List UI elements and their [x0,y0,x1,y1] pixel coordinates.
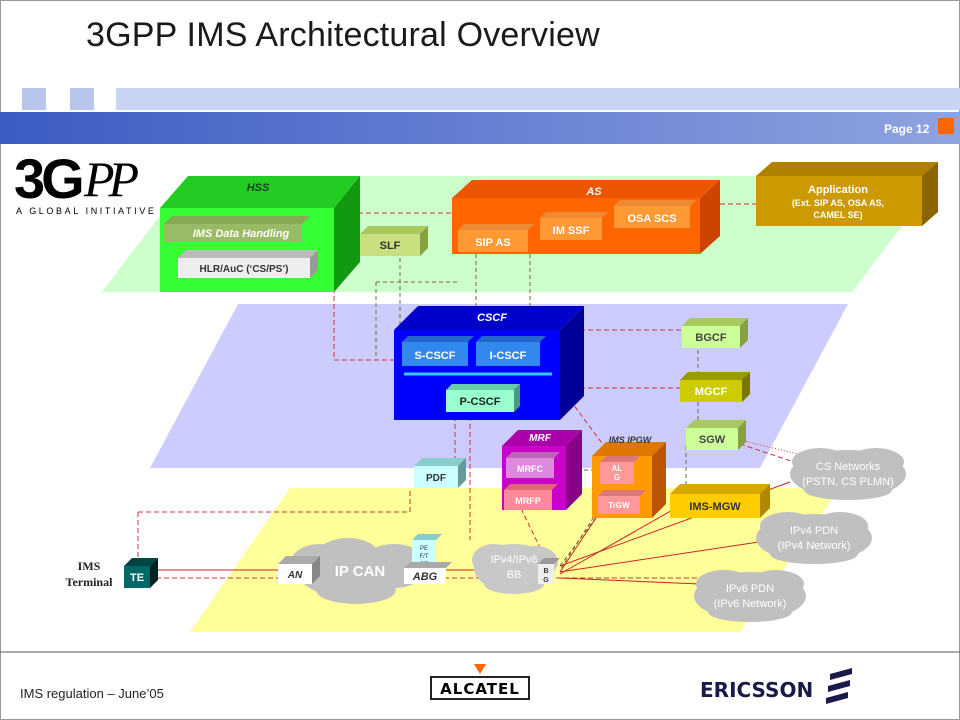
te-box: TE [124,558,158,588]
hss-label: HSS [247,182,270,194]
svg-text:3G: 3G [14,147,82,210]
ipv6-pdn-label-2: (IPv6 Network) [714,598,787,610]
i-cscf-box: I-CSCF [476,336,546,366]
mgcf-label: MGCF [695,386,728,398]
sip-as-label: SIP AS [475,237,510,249]
ims-data-handling-label: IMS Data Handling [193,228,290,240]
ims-ipgw-label: IMS IPGW [609,435,653,445]
sgw-label: SGW [699,434,726,446]
im-ssf-label: IM SSF [553,225,590,237]
bg-box: B G [538,558,560,584]
tgpp-tagline: A GLOBAL INITIATIVE [16,206,157,216]
tgpp-logo: 3G PP [14,147,145,210]
an-box: AN [278,556,320,584]
pep-label-2: F/T [420,554,429,560]
cs-networks-label-1: CS Networks [816,461,881,473]
alg-label-1: AL [612,464,623,473]
im-ssf-box: IM SSF [540,212,608,240]
svg-text:PP: PP [83,151,139,207]
slf-box: SLF [360,226,428,256]
bgcf-box: BGCF [682,318,748,348]
alg-label-2: G [614,473,620,482]
s-cscf-box: S-CSCF [402,336,474,366]
ipv4-ipv6-bb-cloud: IPv4/IPv6 BB [472,544,558,594]
footer-text: IMS regulation – June’05 [20,686,164,701]
te-label: TE [130,572,144,584]
hlr-auc-label: HLR/AuC (‘CS/PS’) [200,264,289,275]
alcatel-logo: ALCATEL [430,676,530,700]
page-title: 3GPP IMS Architectural Overview [86,16,600,54]
page-number: Page 12 [884,122,930,136]
ericsson-logo: ERICSSON [700,668,852,704]
trgw-box: TrGW [598,490,646,514]
p-cscf-box: P-CSCF [446,384,520,412]
bg-label-1: B [543,568,548,575]
ipv6-pdn-cloud: IPv6 PDN (IPv6 Network) [694,570,806,622]
application-block: Application (Ext. SIP AS, OSA AS, CAMEL … [756,162,938,226]
osa-scs-box: OSA SCS [614,200,696,228]
svg-text:ALCATEL: ALCATEL [440,680,520,698]
mgcf-box: MGCF [680,372,750,402]
s-cscf-label: S-CSCF [415,350,456,362]
mrf-label: MRF [529,433,552,444]
bb-label-1: IPv4/IPv6 [490,554,537,566]
bb-label-2: BB [507,569,522,581]
alg-box: AL G [600,456,640,484]
application-title: Application [808,184,868,196]
ims-mgw-box: IMS-MGW [670,484,770,518]
ipv4-pdn-cloud: IPv4 PDN (IPv4 Network) [756,512,872,564]
as-label: AS [585,186,602,198]
pdf-label: PDF [426,473,446,484]
cscf-label: CSCF [477,312,507,324]
p-cscf-label: P-CSCF [460,396,501,408]
ims-terminal-label: IMS Terminal [65,559,113,589]
cs-networks-cloud: CS Networks (PSTN, CS PLMN) [790,448,906,500]
ipv4-pdn-label-2: (IPv4 Network) [778,540,851,552]
bgcf-label: BGCF [695,332,726,344]
ericsson-mark-icon [826,668,852,704]
mrfc-box: MRFC [506,452,560,478]
alcatel-marker-icon [474,664,486,674]
application-subtitle-1: (Ext. SIP AS, OSA AS, [792,198,884,208]
osa-scs-label: OSA SCS [627,213,676,225]
pdf-box: PDF [414,458,466,488]
sip-as-box: SIP AS [458,224,534,252]
ims-mgw-label: IMS-MGW [689,501,741,513]
sgw-box: SGW [686,420,746,450]
page-accent-square [938,118,954,134]
cs-networks-label-2: (PSTN, CS PLMN) [802,476,894,488]
slf-label: SLF [380,240,401,252]
trgw-label: TrGW [608,501,630,510]
ip-can-cloud: IP CAN [290,538,428,604]
pep-label-1: PE [420,546,428,552]
i-cscf-label: I-CSCF [490,350,527,362]
ip-can-label: IP CAN [335,563,386,580]
hlr-auc-box: HLR/AuC (‘CS/PS’) [178,250,318,278]
mrfp-label: MRFP [515,496,541,506]
mrfc-label: MRFC [517,464,543,474]
abg-box: ABG [404,562,452,584]
mrfp-box: MRFP [504,484,558,510]
application-subtitle-2: CAMEL SE) [813,210,862,220]
an-label: AN [287,570,303,581]
header-bar [0,88,960,144]
ipv6-pdn-label-1: IPv6 PDN [726,583,774,595]
ipv4-pdn-label-1: IPv4 PDN [790,525,838,537]
ims-data-handling-box: IMS Data Handling [164,216,310,242]
svg-text:ERICSSON: ERICSSON [700,678,813,702]
abg-label: ABG [412,571,438,583]
bg-label-2: G [543,577,549,584]
